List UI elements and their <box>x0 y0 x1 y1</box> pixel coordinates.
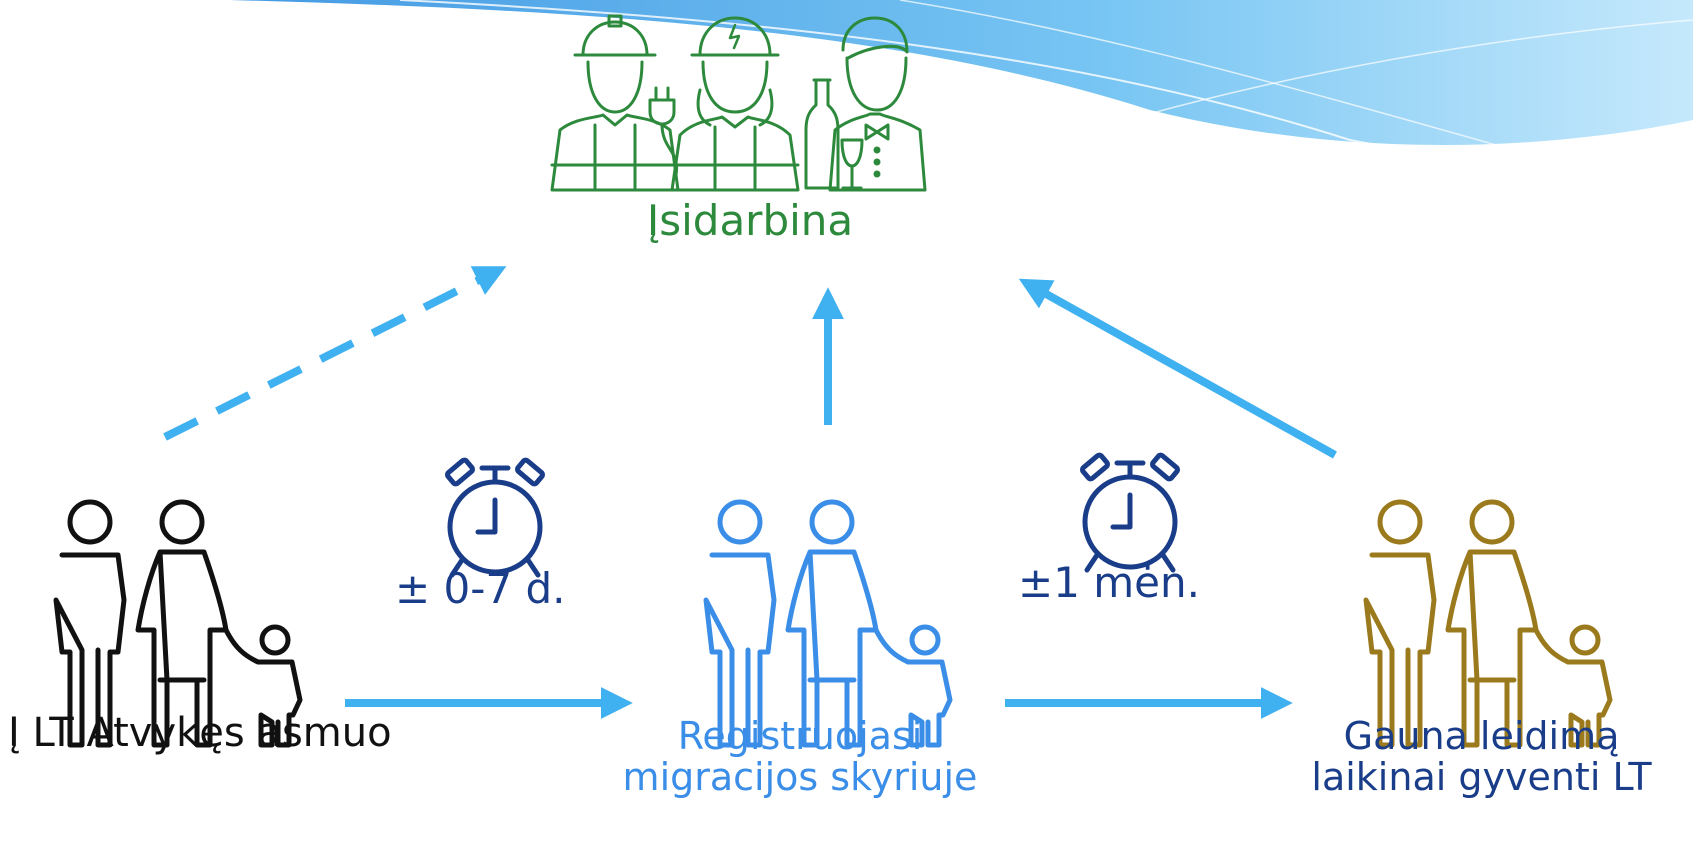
node-label-arrived: Į LT Atvykęs asmuo <box>8 710 392 756</box>
duration-label-registration-to-permit: ±1 mėn. <box>1018 558 1200 607</box>
alarm-clock-icon <box>445 457 545 578</box>
node-label-registers-line1: Registruojasi <box>677 714 923 758</box>
flow-arrows <box>163 266 1337 719</box>
decorative-wave <box>230 0 1693 201</box>
family-icon <box>703 499 953 748</box>
node-label-permit-line1: Gauna leidimą <box>1343 714 1620 758</box>
node-label-permit: Gauna leidimą laikinai gyventi LT <box>1270 714 1693 800</box>
node-label-permit-line2: laikinai gyventi LT <box>1311 755 1652 800</box>
node-label-registers-line2: migracijos skyriuje <box>622 755 978 800</box>
workers-group-icon <box>550 14 927 192</box>
duration-label-arrival-to-registration: ± 0-7 d. <box>395 564 566 613</box>
family-icon <box>53 499 303 748</box>
alarm-clock-icon <box>1080 452 1180 573</box>
arrow-arrived-to-employed <box>163 266 507 441</box>
node-label-registers: Registruojasi migracijos skyriuje <box>570 714 1030 800</box>
arrow-permit-to-employed <box>1018 278 1337 459</box>
node-label-employed: Įsidarbina <box>646 196 854 245</box>
family-icon <box>1363 499 1613 748</box>
